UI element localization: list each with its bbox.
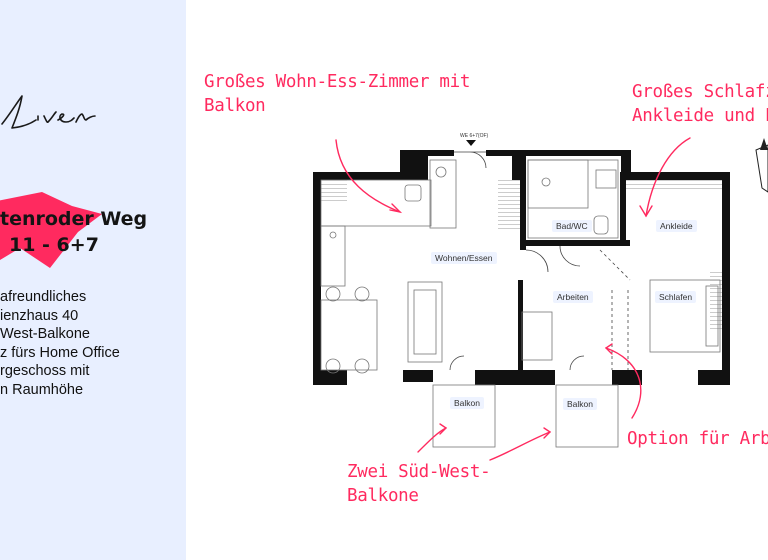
feature-item: afreundliches: [0, 289, 87, 305]
annotation-arrows: [335, 137, 691, 461]
feature-list: afreundliches ienzhaus 40 West-Balkone z…: [0, 288, 120, 399]
title-line-2: 11 - 6+7: [9, 234, 99, 256]
annotation-balkone-line-1: Zwei Süd-West-: [347, 462, 491, 482]
annotation-balkone-line-2: Balkone: [347, 486, 419, 506]
feature-item: n Raumhöhe: [0, 381, 84, 398]
walls: [313, 150, 730, 385]
room-label-ankleide: Ankleide: [656, 220, 697, 232]
annotation-arbeiten: Option für Arbeit: [627, 429, 768, 449]
floor-plan: WE 6+7(OF) Wohnen/Essen Bad/WC Ankleide …: [186, 0, 768, 560]
compass-icon: [755, 138, 768, 193]
feature-item: rgeschoss mit: [0, 363, 90, 379]
project-title: tenroder Weg 11 - 6+7: [0, 206, 147, 258]
entrance-arrow: [466, 140, 476, 146]
room-label-wohnen: Wohnen/Essen: [431, 252, 497, 264]
feature-item: ienzhaus 40: [0, 307, 79, 324]
room-label-schlafen: Schlafen: [655, 291, 697, 303]
liven-logo: [1, 95, 96, 129]
annotation-schlafen: Großes Schlafz Ankleide und En: [632, 80, 768, 128]
annotation-wohnen-line-1: Großes Wohn-Ess-Zimmer mit: [204, 72, 471, 92]
feature-item: z fürs Home Office: [0, 344, 120, 361]
room-label-bad: Bad/WC: [552, 220, 592, 232]
hatched-cabinets: [321, 180, 722, 332]
feature-item: West-Balkone: [0, 326, 90, 342]
annotation-schlafen-line-1: Großes Schlafz: [632, 82, 768, 102]
info-sidebar: tenroder Weg 11 - 6+7 afreundliches ienz…: [0, 0, 186, 560]
annotation-wohnen-line-2: Balkon: [204, 96, 266, 116]
room-label-balkon-2: Balkon: [563, 398, 597, 410]
furniture: [320, 159, 721, 448]
title-line-1: tenroder Weg: [0, 208, 148, 230]
accent-blob: [0, 192, 102, 268]
annotation-balkone: Zwei Süd-West- Balkone: [347, 460, 491, 508]
room-label-arbeiten: Arbeiten: [553, 291, 593, 303]
room-label-balkon-1: Balkon: [450, 397, 484, 409]
floor-plan-drawing: [313, 137, 768, 461]
entrance-label: WE 6+7(OF): [460, 133, 489, 139]
doors: [449, 151, 631, 371]
annotation-schlafen-line-2: Ankleide und En: [632, 106, 768, 126]
annotation-wohnen: Großes Wohn-Ess-Zimmer mit Balkon: [204, 70, 470, 118]
